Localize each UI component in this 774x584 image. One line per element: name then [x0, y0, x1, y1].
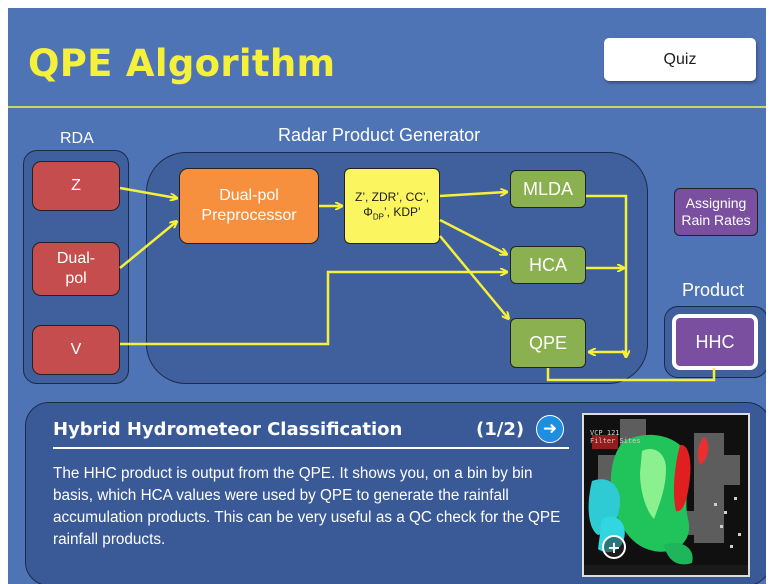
page-title: QPE Algorithm	[28, 42, 336, 85]
product-label: Product	[682, 280, 745, 300]
page-indicator: (1/2)	[476, 419, 525, 440]
radar-image-thumbnail[interactable]: VCP 121 Filter Sites +	[582, 413, 750, 577]
quiz-button[interactable]: Quiz	[604, 38, 756, 81]
info-divider	[53, 447, 569, 449]
info-panel: Hybrid Hydrometeor Classification (1/2) …	[25, 402, 766, 584]
input-dual-pol: Dual- pol	[32, 242, 120, 296]
preprocessor-box: Dual-pol Preprocessor	[179, 168, 319, 244]
thumb-caption-1: VCP 121	[590, 429, 620, 437]
hca-box: HCA	[510, 246, 586, 284]
mlda-box: MLDA	[510, 170, 586, 208]
slide: QPE Algorithm Quiz RDA Radar Product Gen…	[8, 8, 766, 584]
input-z: Z	[32, 161, 120, 211]
title-divider	[8, 106, 766, 108]
info-title: Hybrid Hydrometeor Classification	[53, 419, 403, 440]
next-button[interactable]: ➜	[536, 415, 564, 443]
input-v: V	[32, 325, 120, 375]
rpg-label: Radar Product Generator	[278, 125, 481, 145]
variables-box: Z’, ZDR’, CC’, ΦDP’, KDP’	[344, 168, 440, 244]
thumb-caption-2: Filter Sites	[590, 437, 641, 445]
hhc-product-box: HHC	[672, 314, 758, 370]
variables-line-2: ΦDP’, KDP’	[363, 204, 421, 222]
arrow-right-icon: ➜	[542, 419, 558, 439]
info-body: The HHC product is output from the QPE. …	[53, 465, 561, 548]
qpe-box: QPE	[510, 318, 586, 368]
zoom-in-icon[interactable]: +	[602, 535, 626, 559]
variables-line-1: Z’, ZDR’, CC’,	[355, 189, 429, 204]
rda-label: RDA	[60, 130, 94, 147]
assigning-rain-rates-box: Assigning Rain Rates	[674, 188, 758, 236]
